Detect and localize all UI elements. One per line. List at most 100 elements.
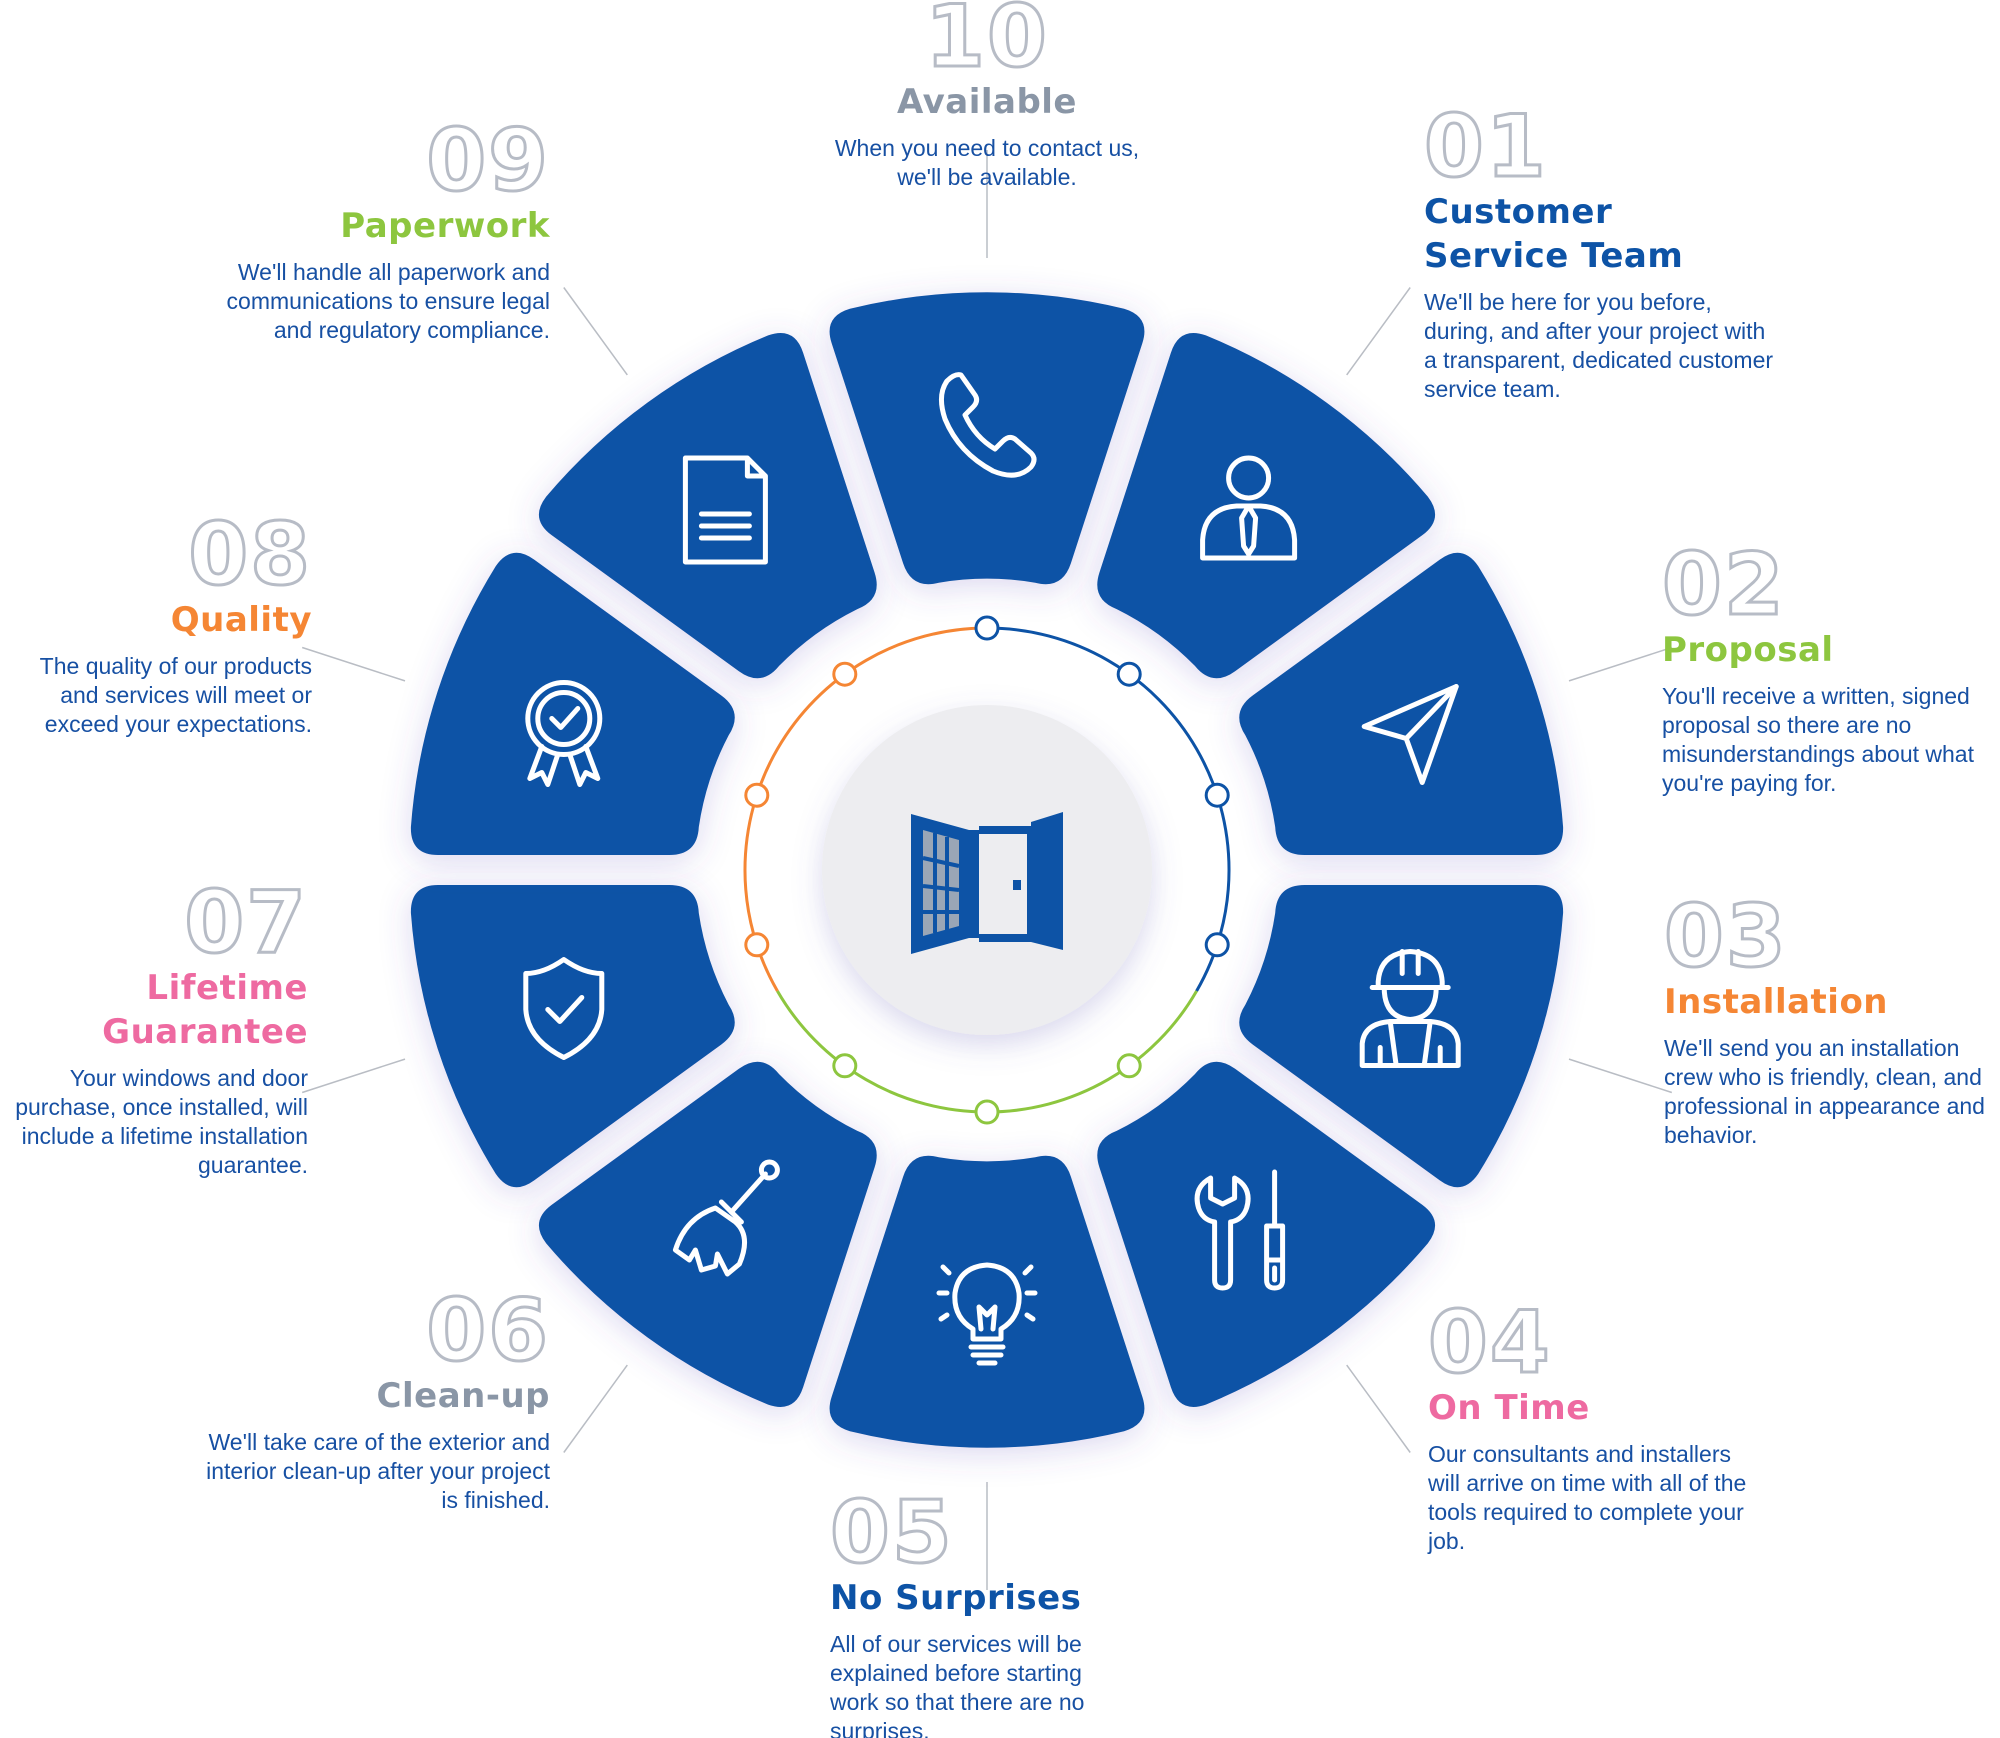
ring-node-1 xyxy=(974,615,1000,641)
step-03-title: Installation xyxy=(1664,980,1998,1024)
step-03-description: We'll send you an installation crew who … xyxy=(1664,1035,1985,1148)
step-04-title: On Time xyxy=(1428,1386,1768,1430)
helmet-shape xyxy=(1375,949,1445,990)
broom-icon xyxy=(672,1159,780,1277)
medal-check-shape xyxy=(549,706,581,730)
step-08-title-line-1: Quality xyxy=(170,600,312,640)
plane-fold-shape xyxy=(1403,684,1459,741)
hub-circle xyxy=(822,705,1152,1035)
document-icon xyxy=(682,455,768,565)
step-01: 01 Customer Service Team We'll be here f… xyxy=(1423,97,1784,404)
rays-shape xyxy=(936,1264,1038,1322)
step-09-title-line-1: Paperwork xyxy=(340,206,550,246)
ring-node-10 xyxy=(832,661,858,687)
bulb-shape xyxy=(952,1262,1022,1342)
shield-shape xyxy=(523,957,605,1060)
connector-08 xyxy=(301,646,406,682)
segment-02 xyxy=(1239,552,1564,855)
handset-shape xyxy=(939,372,1037,478)
screwdriver-shape xyxy=(1264,1169,1286,1291)
step-01-title-line-2: Service Team xyxy=(1424,236,1684,276)
connector-09 xyxy=(563,287,628,376)
step-05-description: All of our services will be explained be… xyxy=(830,1631,1085,1738)
step-07-title: Lifetime Guarantee xyxy=(0,966,308,1054)
segment-09 xyxy=(538,332,877,679)
step-02-description: You'll receive a written, signed proposa… xyxy=(1662,683,1974,796)
step-02: 02 Proposal You'll receive a written, si… xyxy=(1661,541,1992,798)
step-02-title: Proposal xyxy=(1662,628,1992,672)
step-07-title-line-1: Lifetime xyxy=(146,968,308,1008)
step-09: 09 Paperwork We'll handle all paperwork … xyxy=(190,117,550,345)
step-10-description: When you need to contact us, we'll be av… xyxy=(834,135,1140,190)
step-10: 10 Available When you need to contact us… xyxy=(814,0,1160,192)
open-window-door-icon xyxy=(911,812,1063,954)
segment-10 xyxy=(829,292,1145,585)
shield-check-icon xyxy=(523,957,605,1060)
wheel-segments xyxy=(410,292,1564,1448)
step-07-description: Your windows and door purchase, once ins… xyxy=(15,1065,308,1178)
vest-shape xyxy=(1377,1019,1443,1068)
step-10-title-line-1: Available xyxy=(896,82,1077,122)
customer-service-person-icon xyxy=(1200,455,1298,561)
head-shape xyxy=(1226,455,1272,501)
award-ribbon-icon xyxy=(525,680,603,787)
phone-icon xyxy=(939,372,1037,478)
step-03-number: 03 xyxy=(1663,887,1788,987)
step-06-title: Clean-up xyxy=(200,1374,550,1418)
step-05-number: 05 xyxy=(829,1483,954,1583)
ribbon-shape xyxy=(527,744,601,787)
segment-06 xyxy=(538,1061,877,1408)
connector-01 xyxy=(1346,287,1411,376)
ring-arc-orange xyxy=(743,626,988,992)
step-03: 03 Installation We'll send you an instal… xyxy=(1663,887,1998,1150)
step-10-title: Available xyxy=(814,80,1160,124)
door-handle-shape xyxy=(1013,880,1021,890)
broom-brush-shape xyxy=(672,1199,747,1277)
connector-04 xyxy=(1346,1364,1411,1453)
ring-node-5 xyxy=(1116,1053,1142,1079)
tie-shape xyxy=(1239,503,1259,557)
light-bulb-icon xyxy=(936,1262,1038,1366)
ring-node-4 xyxy=(1204,932,1230,958)
step-07-number: 07 xyxy=(183,873,308,973)
helmet-ridge-shape xyxy=(1399,949,1421,976)
segment-08 xyxy=(410,552,735,855)
step-09-description: We'll handle all paperwork and communica… xyxy=(226,259,550,343)
hub xyxy=(743,615,1231,1125)
step-01-title-line-1: Customer xyxy=(1424,192,1613,232)
medal-outer-shape xyxy=(525,680,603,757)
step-04-title-line-1: On Time xyxy=(1428,1388,1590,1428)
window-grid-shape xyxy=(922,833,960,933)
step-05: 05 No Surprises All of our services will… xyxy=(829,1483,1130,1738)
segment-07 xyxy=(410,885,735,1188)
ring-node-9 xyxy=(744,782,770,808)
wrench-screwdriver-icon xyxy=(1194,1169,1286,1291)
segment-03 xyxy=(1239,885,1564,1188)
connector-03 xyxy=(1568,1058,1673,1094)
segment-05 xyxy=(829,1155,1145,1448)
step-10-number: 10 xyxy=(924,0,1049,87)
step-03-title-line-1: Installation xyxy=(1664,982,1889,1022)
ring-node-6 xyxy=(974,1099,1000,1125)
step-04-description: Our consultants and installers will arri… xyxy=(1428,1441,1747,1554)
ring-node-3 xyxy=(1204,782,1230,808)
window-glass-shape xyxy=(923,830,959,936)
construction-worker-icon xyxy=(1359,949,1461,1068)
step-01-number: 01 xyxy=(1423,97,1548,197)
filament-shape xyxy=(976,1304,998,1332)
right-panel-shape xyxy=(1031,812,1063,950)
step-05-title: No Surprises xyxy=(830,1576,1130,1620)
step-06-title-line-1: Clean-up xyxy=(376,1376,550,1416)
step-07: 07 Lifetime Guarantee Your windows and d… xyxy=(0,873,308,1180)
step-08-number: 08 xyxy=(187,505,312,605)
step-01-description: We'll be here for you before, during, an… xyxy=(1424,289,1774,402)
step-02-title-line-1: Proposal xyxy=(1662,630,1834,670)
step-08-description: The quality of our products and services… xyxy=(39,653,312,737)
text-lines-shape xyxy=(698,511,752,541)
step-08-title: Quality xyxy=(0,598,312,642)
ring-node-8 xyxy=(744,932,770,958)
connector-lines xyxy=(301,150,1673,1590)
hub-ring xyxy=(743,615,1231,1125)
step-06-description: We'll take care of the exterior and inte… xyxy=(206,1429,550,1513)
